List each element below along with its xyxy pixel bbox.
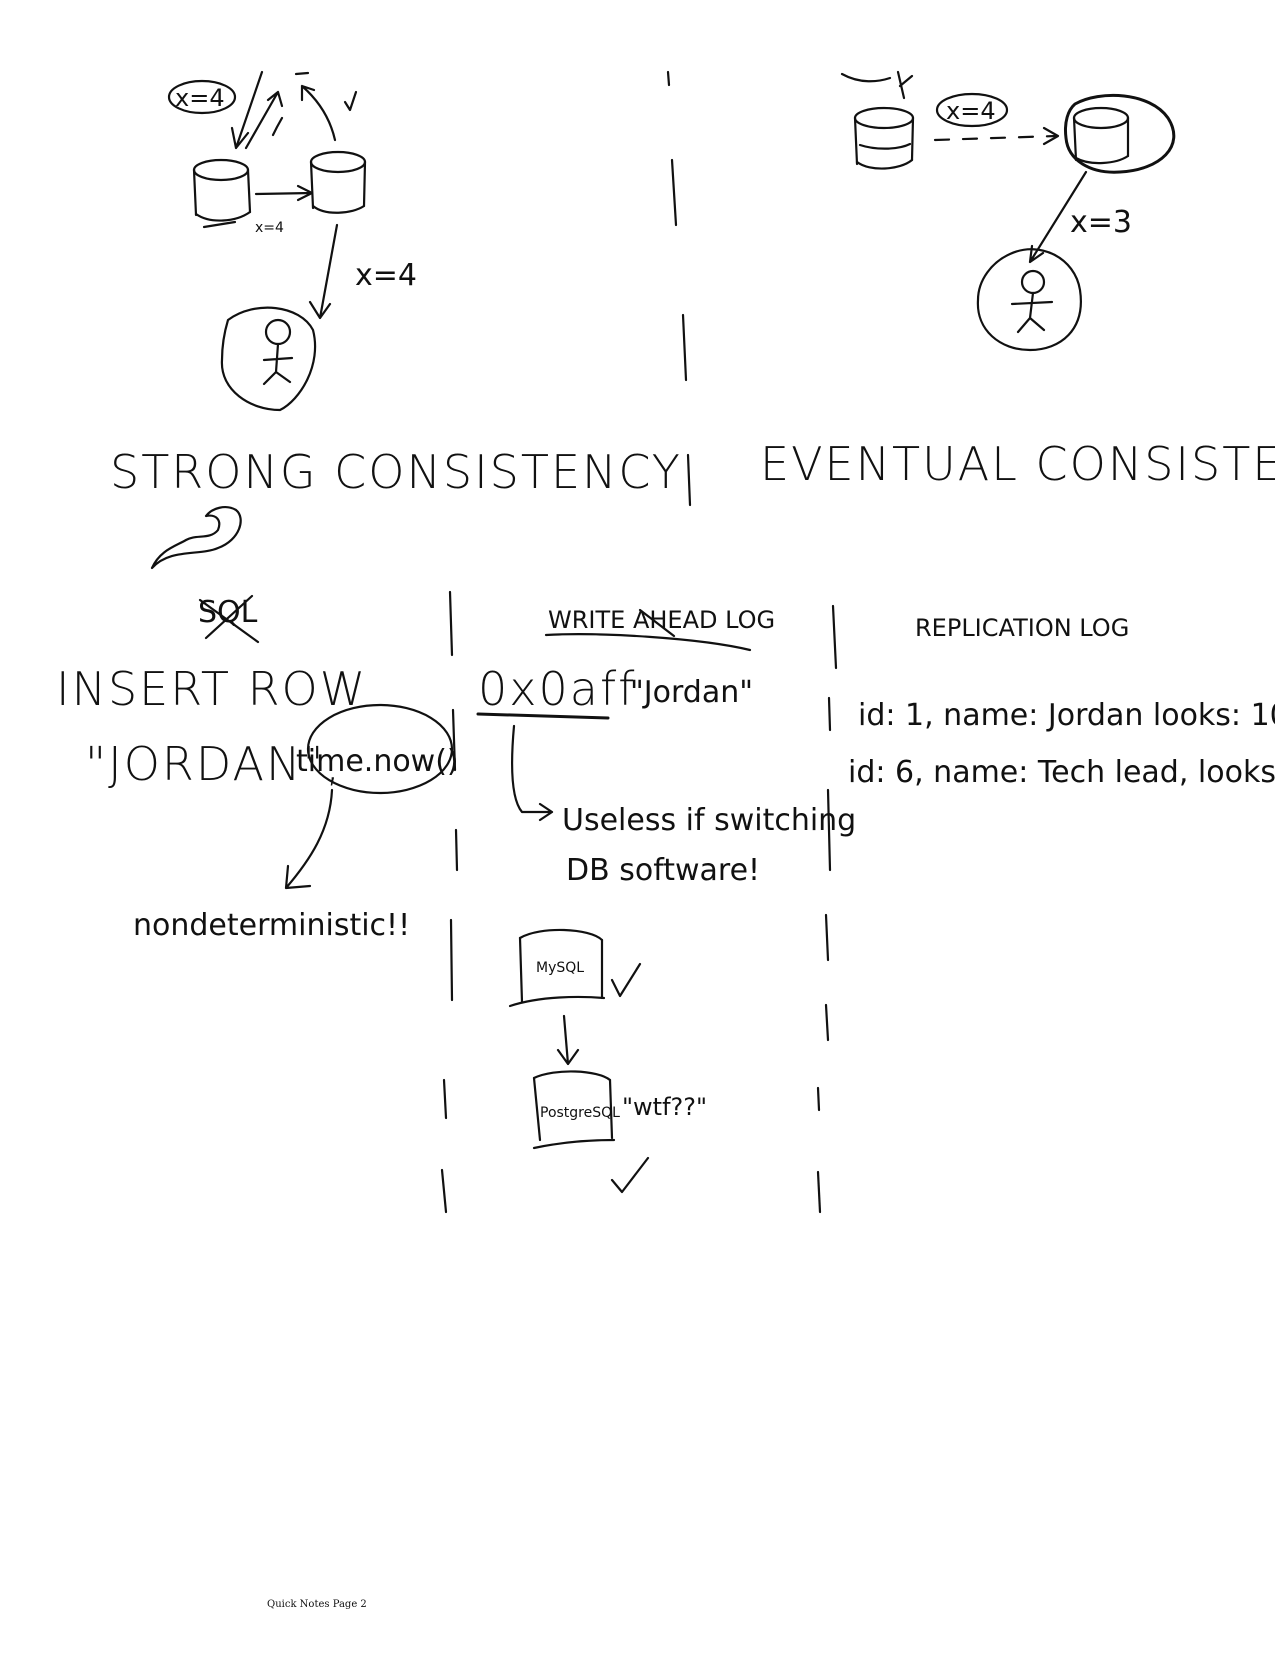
nondeterministic-arrow [284, 788, 334, 890]
top-divider [666, 70, 692, 507]
eventual-consistency-title: EVENTUAL CONSISTENCY [760, 437, 1275, 491]
sql-function-call: time.now() [296, 744, 459, 779]
sql-column: SQL INSERT ROW "JORDAN", time.now() nond… [56, 594, 459, 943]
sync-arrow [254, 184, 314, 202]
right-divider [816, 604, 838, 1214]
replica-db-icon [309, 150, 367, 214]
eventual-value-bubble [935, 92, 1009, 128]
strong-consistency-diagram: x=4 x=4 x=4 STR [110, 70, 682, 570]
replication-heading: REPLICATION LOG [915, 614, 1129, 642]
mysql-db-icon: MySQL [508, 928, 606, 1008]
postgres-label: PostgreSQL [540, 1105, 620, 1121]
left-divider [440, 590, 459, 1214]
wal-heading-underline [544, 633, 752, 652]
wal-address-underline [476, 712, 610, 720]
ahead-strikethrough [638, 608, 676, 638]
mysql-label: MySQL [536, 960, 584, 976]
strong-consistency-title: STRONG CONSISTENCY [110, 445, 682, 499]
wal-entry-address: 0x0aff [478, 662, 636, 716]
eventual-client-label: x=3 [1070, 205, 1132, 240]
flexed-arm-icon [150, 506, 242, 570]
wal-column: WRITE AHEAD LOG 0x0aff "Jordan" Useless … [476, 606, 856, 1194]
replication-row-2: id: 6, name: Tech lead, looks: 6 [848, 755, 1275, 790]
nondeterministic-note: nondeterministic!! [133, 908, 410, 943]
mysql-check-icon [610, 962, 642, 998]
func-highlight-circle [306, 703, 454, 795]
eventual-bubble-label: x=4 [946, 97, 996, 125]
eventual-consistency-diagram: x=4 x=3 EVENTUAL CONSISTENCY [760, 70, 1275, 491]
eventual-client-icon [976, 248, 1082, 352]
replication-row-1: id: 1, name: Jordan looks: 10 [858, 698, 1275, 733]
eventual-replica-db-icon [1064, 93, 1176, 174]
wal-note-line1: Useless if switching [562, 803, 856, 838]
replication-column: REPLICATION LOG id: 1, name: Jordan look… [848, 614, 1275, 790]
strong-client-label: x=4 [355, 258, 417, 293]
wal-heading: WRITE AHEAD LOG [548, 606, 775, 634]
strong-value-bubble [167, 79, 237, 115]
migration-arrow [556, 1014, 580, 1066]
postgres-db-icon: PostgreSQL [532, 1070, 620, 1150]
wal-note-line2: DB software! [566, 853, 760, 888]
sql-statement-line1: INSERT ROW [56, 662, 367, 716]
write-arrow-down [230, 70, 264, 150]
wtf-reaction: "wtf??" [622, 1093, 707, 1121]
sql-strikethrough [198, 594, 260, 644]
eventual-primary-db-icon [853, 106, 915, 170]
read-arrow [308, 223, 339, 320]
wal-entry-value: "Jordan" [630, 675, 753, 710]
wal-note-arrow [510, 724, 554, 822]
postgres-check-icon [610, 1156, 650, 1194]
sql-statement-line2: "JORDAN", [85, 737, 342, 791]
async-replication-arrow [933, 134, 1058, 142]
replica-ack-arrow [300, 84, 337, 142]
strong-bubble-label: x=4 [175, 84, 225, 112]
write-arrow-up [244, 90, 284, 150]
primary-db-icon [192, 158, 252, 222]
strong-link-label: x=4 [255, 220, 284, 236]
page-footer: Quick Notes Page 2 [267, 1599, 367, 1610]
strong-client-icon [220, 306, 317, 412]
